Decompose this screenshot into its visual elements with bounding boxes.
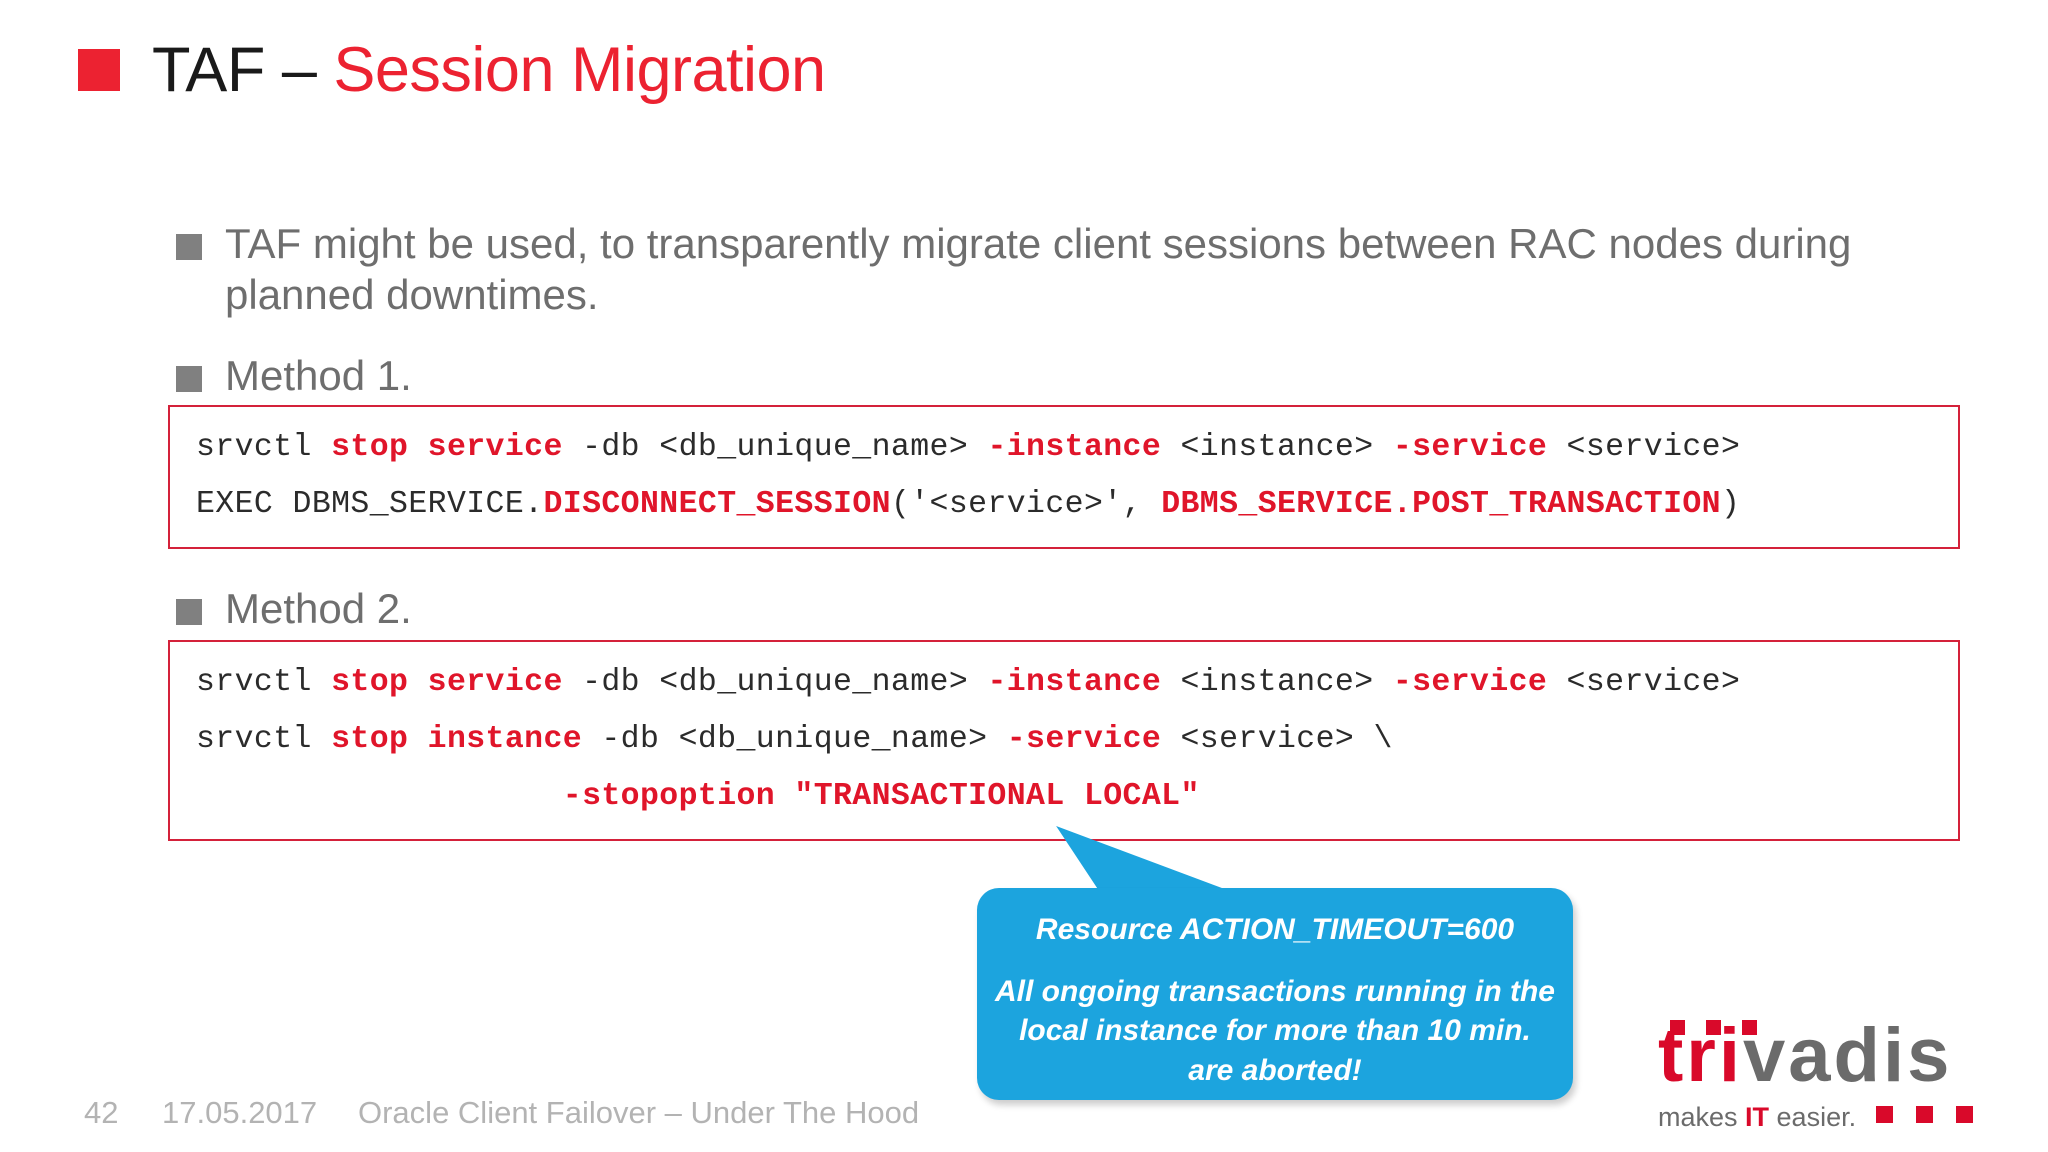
code-keyword: -stopoption "TRANSACTIONAL LOCAL" bbox=[562, 779, 1200, 814]
code-block-method-1: srvctl stop service -db <db_unique_name>… bbox=[168, 405, 1960, 549]
code-line: srvctl stop service -db <db_unique_name>… bbox=[170, 654, 1958, 711]
bullet-square-icon bbox=[176, 599, 202, 625]
code-keyword: stop service bbox=[331, 665, 563, 700]
code-text: ) bbox=[1720, 487, 1741, 522]
code-line: srvctl stop instance -db <db_unique_name… bbox=[170, 711, 1958, 768]
code-text: srvctl bbox=[196, 430, 332, 465]
logo-tagline-post: easier. bbox=[1769, 1102, 1857, 1132]
logo-dot-icon bbox=[1706, 1020, 1721, 1035]
code-keyword: -service bbox=[1392, 665, 1548, 700]
code-line: EXEC DBMS_SERVICE.DISCONNECT_SESSION('<s… bbox=[170, 476, 1958, 533]
callout-bubble: Resource ACTION_TIMEOUT=600 All ongoing … bbox=[977, 888, 1573, 1100]
code-keyword: stop instance bbox=[331, 722, 583, 757]
code-text: ('<service>', bbox=[890, 487, 1162, 522]
code-text: -db <db_unique_name> bbox=[582, 722, 1007, 757]
code-text: <instance> bbox=[1161, 665, 1393, 700]
logo-wordmark-grey: vadis bbox=[1743, 1013, 1953, 1098]
page-title-plain: TAF – bbox=[152, 34, 334, 105]
code-text: <service> bbox=[1547, 665, 1741, 700]
code-text: -db <db_unique_name> bbox=[562, 665, 988, 700]
callout-heading: Resource ACTION_TIMEOUT=600 bbox=[1035, 913, 1515, 946]
code-text: EXEC DBMS_SERVICE. bbox=[196, 487, 544, 522]
code-line: srvctl stop service -db <db_unique_name>… bbox=[170, 419, 1958, 476]
code-keyword: -service bbox=[1006, 722, 1162, 757]
logo-tagline-pre: makes bbox=[1658, 1102, 1746, 1132]
callout-body: All ongoing transactions running in the … bbox=[995, 974, 1555, 1087]
code-text: srvctl bbox=[196, 722, 332, 757]
logo-tagline: makes IT easier. bbox=[1658, 1102, 1856, 1133]
bullet-square-icon bbox=[176, 234, 202, 260]
page-title: TAF – Session Migration bbox=[78, 30, 826, 110]
code-keyword: stop service bbox=[331, 430, 563, 465]
code-text: <service> bbox=[1547, 430, 1741, 465]
footer-deck-title: Oracle Client Failover – Under The Hood bbox=[358, 1095, 920, 1130]
code-text: -db <db_unique_name> bbox=[562, 430, 988, 465]
code-text: srvctl bbox=[196, 665, 332, 700]
bullet-method-2: Method 2. bbox=[176, 583, 412, 634]
code-keyword: DISCONNECT_SESSION bbox=[543, 487, 891, 522]
footer-page-number: 42 bbox=[84, 1095, 119, 1130]
title-bullet-square-icon bbox=[78, 49, 120, 91]
bullet-method-1: Method 1. bbox=[176, 350, 412, 401]
logo-dot-icon bbox=[1670, 1020, 1685, 1035]
bullet-method-2-text: Method 2. bbox=[225, 585, 412, 632]
page-title-accent: Session Migration bbox=[333, 34, 826, 105]
page-title-text: TAF – Session Migration bbox=[152, 38, 826, 102]
bullet-method-1-text: Method 1. bbox=[225, 352, 412, 399]
logo-square-icon bbox=[1916, 1106, 1933, 1123]
logo-square-icon bbox=[1956, 1106, 1973, 1123]
logo-tagline-accent: IT bbox=[1745, 1102, 1770, 1132]
trivadis-logo: trivadis makes IT easier. bbox=[1658, 1018, 1994, 1134]
code-keyword: -instance bbox=[987, 665, 1162, 700]
code-text: <service> \ bbox=[1161, 722, 1393, 757]
footer-date: 17.05.2017 bbox=[162, 1095, 318, 1130]
bullet-intro-text: TAF might be used, to transparently migr… bbox=[225, 220, 1852, 319]
code-text: <instance> bbox=[1161, 430, 1393, 465]
code-keyword: -service bbox=[1392, 430, 1548, 465]
logo-dot-icon bbox=[1742, 1020, 1757, 1035]
slide-footer: 42 17.05.2017 Oracle Client Failover – U… bbox=[84, 1095, 919, 1131]
bullet-square-icon bbox=[176, 366, 202, 392]
code-block-method-2: srvctl stop service -db <db_unique_name>… bbox=[168, 640, 1960, 841]
logo-wordmark: trivadis bbox=[1658, 1018, 1994, 1096]
code-line: -stopoption "TRANSACTIONAL LOCAL" bbox=[170, 768, 1958, 825]
code-keyword: DBMS_SERVICE.POST_TRANSACTION bbox=[1161, 487, 1721, 522]
code-keyword: -instance bbox=[987, 430, 1162, 465]
code-text bbox=[196, 779, 563, 814]
bullet-intro: TAF might be used, to transparently migr… bbox=[176, 218, 1905, 320]
logo-square-icon bbox=[1876, 1106, 1893, 1123]
